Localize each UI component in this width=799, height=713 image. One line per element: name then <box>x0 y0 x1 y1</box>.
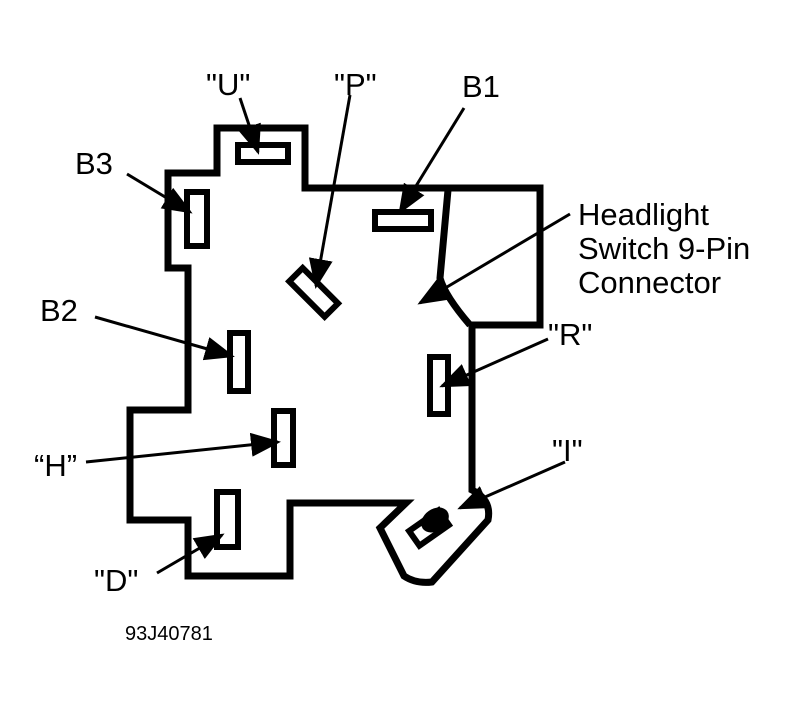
arrow-r <box>439 337 549 388</box>
label-p: "P" <box>334 67 377 102</box>
pin-slot-b1 <box>372 209 434 232</box>
label-b1: B1 <box>462 69 500 104</box>
pin-slot-b3 <box>184 189 210 249</box>
arrow-i <box>457 460 566 510</box>
label-u: "U" <box>206 67 250 102</box>
pin-slot-u <box>235 142 291 165</box>
pin-slot-d <box>214 489 241 550</box>
connector-title-line-3: Connector <box>578 265 721 300</box>
arrow-b2 <box>94 315 235 361</box>
arrow-connector <box>417 212 571 305</box>
pin-slot-b2 <box>227 330 251 394</box>
pin-slot-p <box>285 263 343 321</box>
label-h: “H” <box>34 448 77 483</box>
figure-code: 93J40781 <box>125 623 213 645</box>
leader-arrows <box>85 94 571 575</box>
connector-body <box>126 124 544 586</box>
pin-slot-h <box>271 408 296 468</box>
connector-outline <box>126 124 544 586</box>
arrow-d <box>156 533 225 575</box>
label-i: "I" <box>552 433 583 468</box>
arrow-h <box>85 432 281 464</box>
arrow-b3 <box>126 172 193 214</box>
arrow-u <box>238 97 261 155</box>
label-b2: B2 <box>40 293 78 328</box>
arrow-p <box>308 94 352 289</box>
arrow-b1 <box>398 107 466 215</box>
connector-title-line-1: Headlight <box>578 197 709 232</box>
label-r: "R" <box>548 317 592 352</box>
label-d: "D" <box>94 563 138 598</box>
connector-title-line-2: Switch 9-Pin <box>578 231 750 266</box>
label-b3: B3 <box>75 146 113 181</box>
connector-inner-divider <box>436 189 473 328</box>
pin-slots <box>184 142 454 550</box>
pin-i-terminal <box>421 507 449 533</box>
